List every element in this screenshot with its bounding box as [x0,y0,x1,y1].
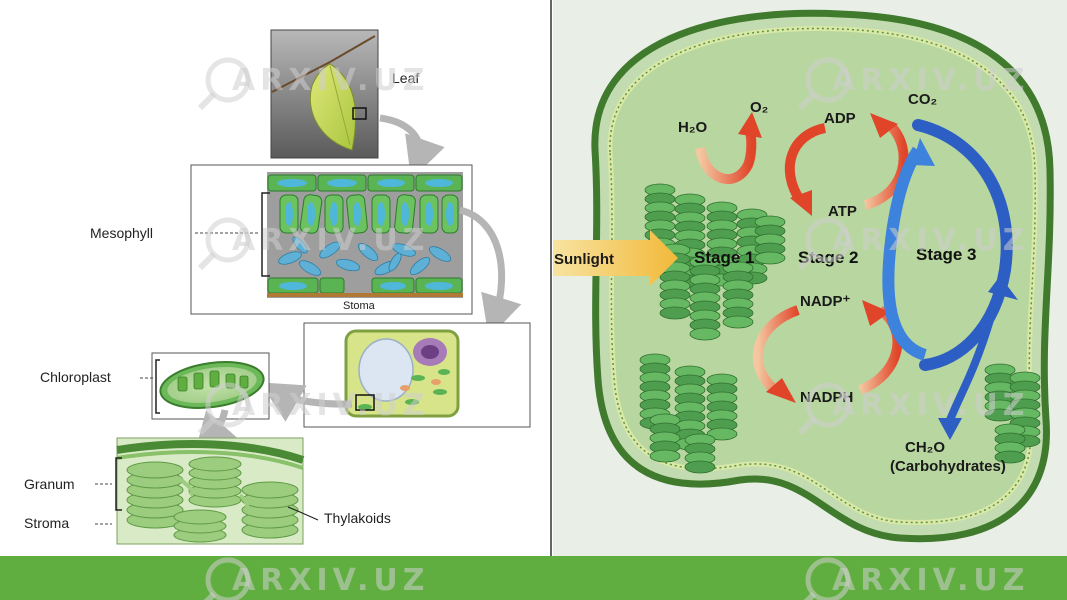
watermark: ARXIV.UZ [203,557,429,600]
cell-zoom-box [355,394,375,411]
plant-cell [303,322,531,428]
granum-stack [706,373,738,441]
nadp-to-nadph-arrow [752,305,800,394]
watermark: ARXIV.UZ [797,57,1029,111]
granum-stack-2 [188,456,242,508]
grana-stacks [639,183,1041,474]
arrow-cell-to-chloroplast [259,382,353,422]
ch2o-label: CH₂O [905,439,945,456]
sunlight-arrow [553,230,678,286]
thylakoid-disc [754,251,786,265]
thylakoid-disc [689,327,721,341]
watermark-text: ARXIV.UZ [832,63,1029,98]
nadp-label: NADP⁺ [800,293,851,310]
mesophyll-bracket [261,192,270,277]
calvin-cycle-arrows [882,119,1018,440]
thylakoids-label: Thylakoids [324,510,391,526]
thylakoid-disc [994,450,1026,464]
watermark: ARXIV.UZ [197,217,429,271]
watermarks: ARXIV.UZ ARXIV.UZ ARXIV.UZ ARXIV.UZ ARXI… [197,57,1029,600]
adp-to-atp-arrow [784,123,827,203]
watermark: ARXIV.UZ [797,217,1029,271]
watermark-text: ARXIV.UZ [232,388,429,423]
adp-label: ADP [824,110,856,127]
thylakoid-disc [706,427,738,441]
stoma-label: Stoma [343,300,376,312]
watermark-text: ARXIV.UZ [832,563,1029,598]
stage-3-label: Stage 3 [916,245,976,264]
watermark: ARXIV.UZ [797,382,1029,436]
mesophyll-label: Mesophyll [90,225,153,241]
leaf-cross-section [190,164,473,315]
left-panel: Leaf [24,0,552,556]
watermark-text: ARXIV.UZ [232,223,429,258]
watermark: ARXIV.UZ [197,382,429,436]
watermark: ARXIV.UZ [803,557,1029,600]
thylakoid-disc [722,315,754,329]
thylakoid-disc [659,306,691,320]
watermark: ARXIV.UZ [197,57,429,111]
watermark-text: ARXIV.UZ [232,563,429,598]
stroma-label: Stroma [24,515,69,531]
granum-stack [649,413,681,463]
grana-closeup [95,437,319,545]
leaf-label: Leaf [392,70,419,86]
h2o-label: H₂O [678,119,707,136]
granum-stack-4 [173,509,227,543]
water-to-oxygen-arrow [695,130,757,185]
o2-label: O₂ [750,99,768,116]
right-panel: Sunlight H₂O O₂ ADP ATP CO₂ NADP⁺ NADPH … [553,0,1067,556]
watermark-text: ARXIV.UZ [232,63,429,98]
granum-stack [722,261,754,329]
granum-stack [754,215,786,265]
footer-bar [0,556,1067,600]
leaf-photo [270,29,379,159]
sunlight-label: Sunlight [554,251,614,268]
arrow-leaf-to-tissue [379,114,445,180]
atp-label: ATP [828,203,857,220]
granum-stack-3 [241,481,299,539]
granum-stack [706,201,738,287]
granum-stack [689,255,721,341]
carbohydrates-label: (Carbohydrates) [890,458,1006,475]
stage-1-label: Stage 1 [694,248,754,267]
granum-stack-1 [126,461,184,529]
leaf-zoom-box [352,107,367,120]
chloroplast-label: Chloroplast [40,369,111,385]
arrow-tissue-to-cell [458,206,522,339]
granum-label: Granum [24,476,75,492]
granum-stack [994,423,1026,464]
watermark-text: ARXIV.UZ [832,223,1029,258]
granum-stack [684,433,716,474]
granum-stack [659,243,691,320]
watermark-text: ARXIV.UZ [832,388,1029,423]
granum-stack [984,363,1016,422]
thylakoid-disc [649,449,681,463]
granum-bracket [115,457,122,511]
co2-label: CO₂ [908,91,937,108]
thylakoid-disc [684,460,716,474]
